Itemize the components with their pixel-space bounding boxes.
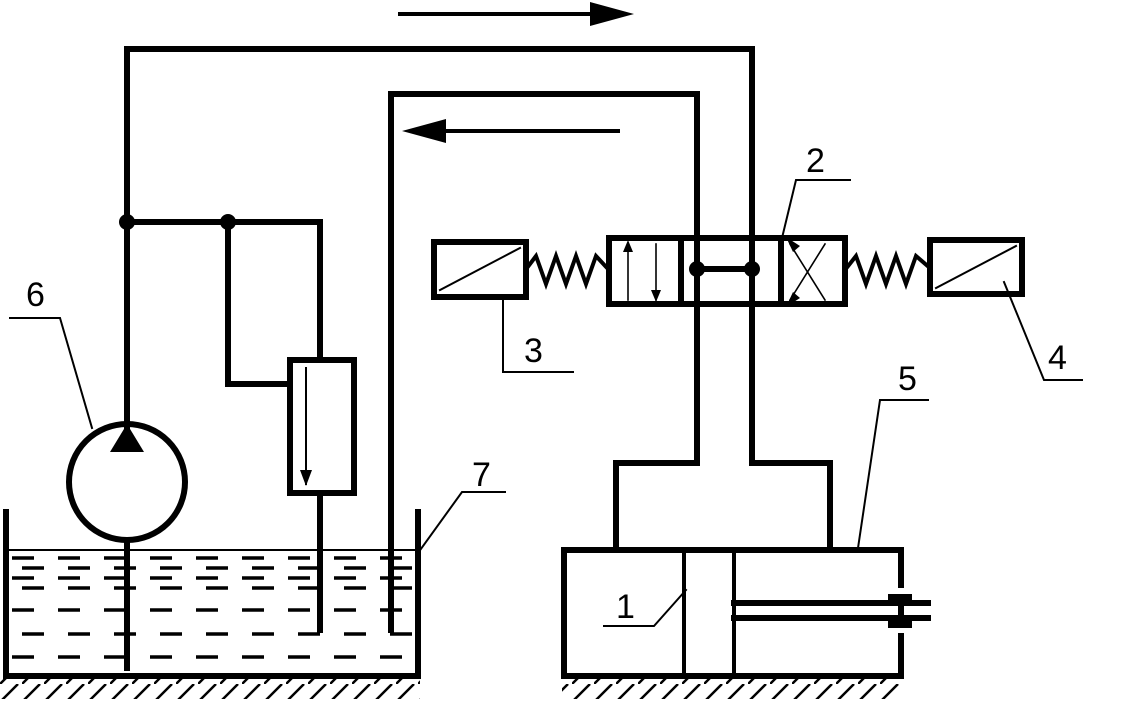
junction-dot <box>119 214 135 230</box>
label-valve: 2 <box>806 142 825 180</box>
pilot-line <box>225 219 293 387</box>
label-solenoid-left: 3 <box>524 332 543 370</box>
label-solenoid-right: 4 <box>1048 339 1067 377</box>
leader-line-3 <box>502 299 574 373</box>
hydraulic-cylinder <box>561 547 931 699</box>
label-cylinder-body: 5 <box>898 360 917 398</box>
label-cylinder: 1 <box>616 588 635 626</box>
fluid-level-marks <box>12 556 412 659</box>
junction-dot <box>220 214 236 230</box>
spring-left <box>524 250 612 290</box>
pressure-line <box>124 46 833 553</box>
leader-line-2 <box>780 179 851 240</box>
label-pump: 6 <box>26 276 45 314</box>
label-tank: 7 <box>472 456 491 494</box>
leader-line-4 <box>1002 280 1083 381</box>
directional-valve <box>606 235 848 307</box>
solenoid-left <box>431 239 529 300</box>
tank <box>0 509 421 699</box>
relief-valve <box>287 357 357 496</box>
flow-arrow-left <box>402 119 620 143</box>
spring-right <box>842 250 933 290</box>
solenoid-right <box>927 237 1025 297</box>
leader-line-1 <box>603 588 688 627</box>
leader-line-5 <box>856 399 929 550</box>
return-line <box>388 91 700 633</box>
leader-line-6 <box>9 317 94 430</box>
relief-branch-line <box>124 219 323 361</box>
pump-symbol <box>66 421 188 671</box>
leader-line-7 <box>416 491 506 555</box>
flow-arrow-right <box>398 2 634 26</box>
